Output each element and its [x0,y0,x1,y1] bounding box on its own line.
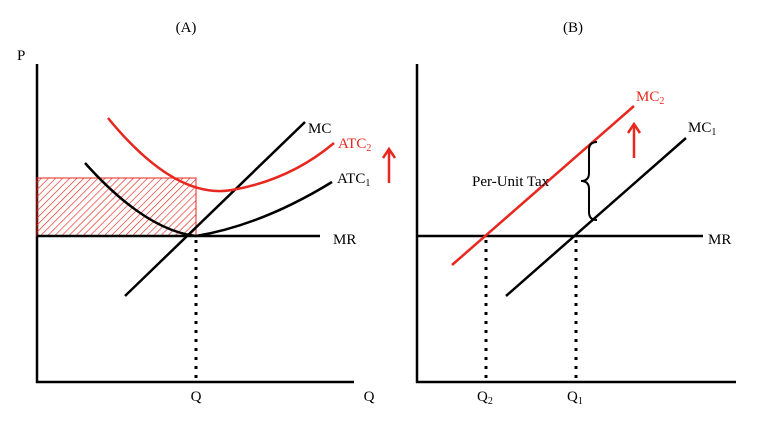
atc1-curve [84,162,333,238]
mr-label: MR [333,232,356,248]
tax-brace [580,141,598,221]
panel-b-title: (B) [563,20,583,36]
mc-label: MC [308,121,331,137]
quantity-axis-label: Q [364,389,375,405]
q-tick-label: Q [191,389,202,405]
mc2-line [451,105,635,266]
mc1-line [505,137,687,297]
up-arrow-icon-b [626,121,642,158]
up-arrow-icon [381,146,397,183]
q2-label: Q2 [477,389,493,407]
loss-area [36,177,197,237]
mc2-label: MC2 [636,89,664,107]
price-axis-label: P [17,48,25,64]
per-unit-tax-label: Per-Unit Tax [472,174,550,190]
panel-a-title: (A) [176,20,197,36]
atc2-curve [107,117,335,193]
atc2-label: ATC2 [338,136,371,154]
mr-label-b: MR [708,232,731,248]
atc1-label: ATC1 [337,171,370,189]
q1-label: Q1 [567,389,583,407]
mc-line [124,121,306,297]
mc1-label: MC1 [688,120,716,138]
panel-a: (A) P MC ATC2 ATC1 MR Q Q [17,20,397,405]
panel-b: (B) Per-Unit Tax MC2 MC1 MR Q2 Q1 [415,20,736,407]
